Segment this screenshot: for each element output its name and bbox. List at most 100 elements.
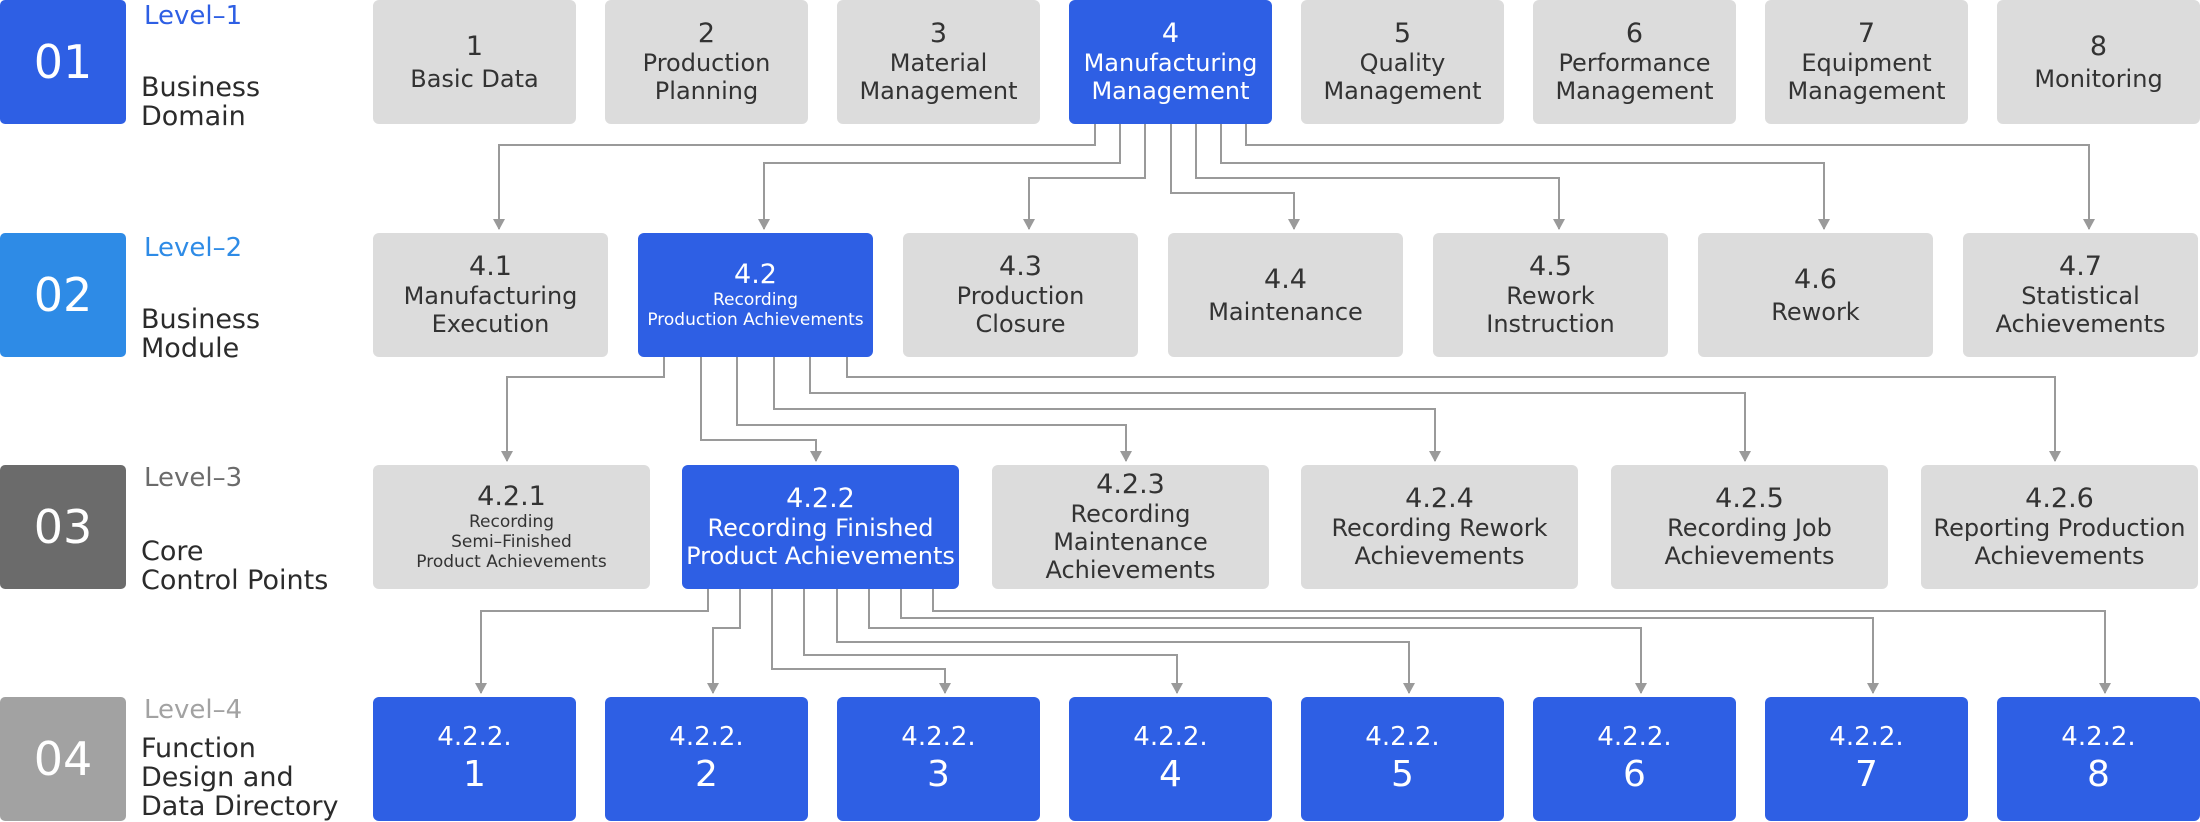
- box-label: Monitoring: [2034, 65, 2162, 93]
- function-number: 2: [695, 754, 718, 795]
- function-box-2[interactable]: 4.2.2.2: [605, 697, 808, 821]
- level-name-line: Data Directory: [141, 791, 339, 822]
- function-prefix: 4.2.2.: [669, 722, 744, 752]
- function-box-5[interactable]: 4.2.2.5: [1301, 697, 1504, 821]
- box-label-line: Achievements: [1045, 556, 1216, 584]
- box-number: 4.2.2: [786, 483, 855, 514]
- function-box-4[interactable]: 4.2.2.4: [1069, 697, 1272, 821]
- box-label: Rework: [1771, 298, 1859, 326]
- level-name-line: Design and: [141, 762, 294, 793]
- level-name-line: Function: [141, 733, 256, 764]
- box-label-line: Management: [1323, 77, 1482, 105]
- box-label-line: Management: [859, 77, 1018, 105]
- box-number: 4: [1161, 18, 1180, 49]
- box-number: 4.2: [734, 259, 777, 290]
- level-name-line: Control Points: [141, 565, 329, 596]
- box-number: 4.7: [2059, 251, 2102, 282]
- box-label-line: Achievements: [1354, 542, 1525, 570]
- box-label-line: Product Achievements: [686, 542, 955, 570]
- level-number-badge: 03: [0, 465, 126, 589]
- level-number-badge: 01: [0, 0, 126, 124]
- level-name-line: Core: [141, 536, 204, 567]
- function-prefix: 4.2.2.: [2061, 722, 2136, 752]
- box-label-line: Management: [1787, 77, 1946, 105]
- box-label-line: Manufacturing: [1083, 49, 1258, 77]
- box-label-line: Recording Maintenance: [1053, 500, 1208, 556]
- box-label-line: Achievements: [1664, 542, 1835, 570]
- connector-l2-l3-6: [846, 357, 2061, 462]
- level-number-badge: 02: [0, 233, 126, 357]
- level-name-line: Domain: [141, 101, 246, 132]
- function-box-3[interactable]: 4.2.2.3: [837, 697, 1040, 821]
- function-prefix: 4.2.2.: [1133, 722, 1208, 752]
- function-box-8[interactable]: 4.2.2.8: [1997, 697, 2200, 821]
- function-prefix: 4.2.2.: [1597, 722, 1672, 752]
- level-tag: Level–1: [144, 1, 243, 31]
- box-label-line: Monitoring: [2034, 64, 2163, 93]
- connector-l2-l3-4: [773, 357, 1441, 462]
- function-box-6[interactable]: 4.2.2.6: [1533, 697, 1736, 821]
- box-number: 4.2.1: [477, 481, 546, 512]
- connector-l3-l4-3: [771, 589, 951, 694]
- box-number: 8: [2089, 30, 2108, 62]
- connector-l1-l2-4: [1170, 124, 1300, 230]
- box-label-line: Production: [642, 49, 771, 77]
- level-tag: Level–3: [144, 463, 243, 493]
- box-label-line: Recording: [712, 290, 798, 310]
- box-number: 4.1: [469, 251, 512, 282]
- box-number: 4.6: [1794, 263, 1837, 295]
- function-number: 1: [463, 754, 486, 795]
- function-box-7[interactable]: 4.2.2.7: [1765, 697, 1968, 821]
- connector-l2-l3-5: [809, 357, 1751, 462]
- box-label-line: Planning: [654, 77, 759, 105]
- box-label-line: Rework: [1771, 297, 1860, 326]
- connector-l3-l4-4: [803, 589, 1183, 694]
- connector-l1-l2-7: [1245, 124, 2095, 230]
- box-label-line: Maintenance: [1208, 297, 1363, 326]
- box-label-line: Performance: [1558, 49, 1711, 77]
- box-label-line: Recording: [468, 512, 554, 532]
- function-prefix: 4.2.2.: [1829, 722, 1904, 752]
- function-number: 3: [927, 754, 950, 795]
- connector-l2-l3-3: [736, 357, 1132, 462]
- box-label-line: Production: [956, 282, 1085, 310]
- box-number: 4.2.4: [1405, 483, 1474, 514]
- connector-l3-l4-8: [932, 589, 2111, 694]
- box-label: Maintenance: [1208, 298, 1363, 326]
- box-number: 5: [1393, 18, 1412, 49]
- level-number-badge: 04: [0, 697, 126, 821]
- function-box-1[interactable]: 4.2.2.1: [373, 697, 576, 821]
- box-label-line: Production Achievements: [647, 310, 864, 330]
- box-label-line: Recording Job: [1667, 514, 1832, 542]
- function-number: 4: [1159, 754, 1182, 795]
